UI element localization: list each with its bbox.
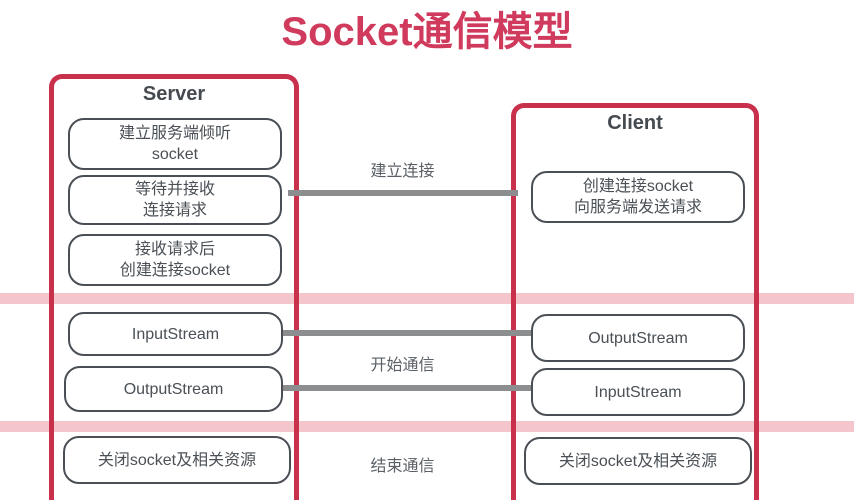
server-step-output-stream-label: OutputStream <box>123 380 224 398</box>
server-step-create-connection-socket: 接收请求后 创建连接socket <box>68 234 282 286</box>
client-step-input-stream-label: InputStream <box>594 383 682 401</box>
client-step-output-stream-label: OutputStream <box>588 329 688 347</box>
phase-label-end-communication: 结束通信 <box>370 458 435 475</box>
phase-label-start-communication: 开始通信 <box>370 357 435 374</box>
connector-server-input-client-output <box>278 330 536 336</box>
server-step-listen-socket-label: 建立服务端倾听 socket <box>118 125 231 163</box>
server-step-await-request-label: 等待并接收 连接请求 <box>134 181 215 219</box>
client-step-create-socket-send-request: 创建连接socket 向服务端发送请求 <box>531 171 745 223</box>
section-divider-close <box>0 421 854 432</box>
server-step-input-stream: InputStream <box>68 312 283 356</box>
connector-server-output-client-input <box>278 385 536 391</box>
section-divider-communication <box>0 293 854 304</box>
server-heading: Server <box>142 83 206 105</box>
page-title: Socket通信模型 <box>281 10 573 54</box>
phase-label-establish-connection: 建立连接 <box>370 163 435 180</box>
server-step-output-stream: OutputStream <box>64 366 283 412</box>
client-step-close-socket: 关闭socket及相关资源 <box>524 437 752 485</box>
server-step-listen-socket: 建立服务端倾听 socket <box>68 118 282 170</box>
client-heading: Client <box>607 112 663 134</box>
server-step-close-socket: 关闭socket及相关资源 <box>63 436 291 484</box>
connector-establish-connection <box>288 190 518 196</box>
server-step-close-socket-label: 关闭socket及相关资源 <box>97 451 257 469</box>
server-step-await-request: 等待并接收 连接请求 <box>68 175 282 225</box>
server-step-create-connection-socket-label: 接收请求后 创建连接socket <box>119 241 231 279</box>
server-step-input-stream-label: InputStream <box>131 325 220 343</box>
client-step-input-stream: InputStream <box>531 368 745 416</box>
client-step-close-socket-label: 关闭socket及相关资源 <box>558 452 718 470</box>
client-panel <box>511 103 759 500</box>
client-step-create-socket-send-request-label: 创建连接socket 向服务端发送请求 <box>573 178 702 216</box>
server-panel <box>49 74 299 500</box>
client-step-output-stream: OutputStream <box>531 314 745 362</box>
